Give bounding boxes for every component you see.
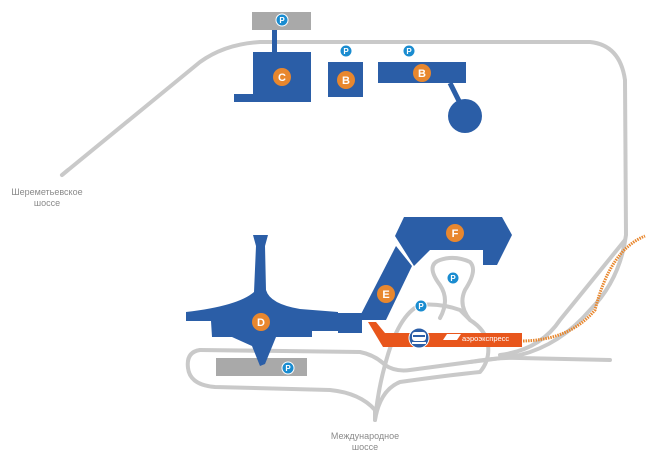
road-sheremetyevo-highway <box>60 168 70 177</box>
connector-d-e <box>338 313 362 333</box>
svg-text:P: P <box>279 16 285 25</box>
svg-text:E: E <box>382 289 389 301</box>
road-hourglass <box>430 255 476 322</box>
terminal-e[interactable] <box>358 246 412 320</box>
terminal-badge-b: B <box>337 71 355 89</box>
road-lower-loop <box>185 348 377 422</box>
parking-icon[interactable]: P <box>281 361 295 375</box>
svg-text:D: D <box>257 317 265 329</box>
road-label-line: шоссе <box>33 198 61 208</box>
road-east-link <box>498 238 627 357</box>
terminal-badge-d: D <box>252 313 270 331</box>
svg-text:B: B <box>418 68 426 80</box>
terminal-d[interactable] <box>186 235 338 366</box>
terminal-badge-e: E <box>377 285 395 303</box>
terminal-badge-b: B <box>413 64 431 82</box>
road-label-line: Международное <box>330 431 400 441</box>
aeroexpress-label: аэроэкспресс <box>462 334 509 343</box>
terminal-b-rotunda <box>448 99 482 133</box>
parking-icon[interactable]: P <box>446 271 460 285</box>
parking-icon[interactable]: P <box>275 13 289 27</box>
international-highway-label: Международное шоссе <box>315 431 415 453</box>
road-label-line: шоссе <box>351 442 379 452</box>
svg-text:P: P <box>450 274 456 283</box>
aeroexpress-logo-icon <box>443 334 461 340</box>
svg-text:P: P <box>418 302 424 311</box>
parking-icon[interactable]: P <box>414 299 428 313</box>
svg-text:C: C <box>278 72 286 84</box>
svg-text:F: F <box>452 228 459 240</box>
sheremetyevo-highway-label: Шереметьевское шоссе <box>2 187 92 209</box>
svg-text:B: B <box>342 75 350 87</box>
train-icon <box>408 327 430 349</box>
aeroexpress-railway <box>522 234 646 343</box>
road-label-line: Шереметьевское <box>11 187 83 197</box>
svg-text:P: P <box>343 47 349 56</box>
terminal-badge-c: C <box>273 68 291 86</box>
svg-text:P: P <box>406 47 412 56</box>
road-international <box>373 302 491 422</box>
aeroexpress-station[interactable] <box>368 322 522 347</box>
road-outer-loop <box>60 40 628 364</box>
parking-icon[interactable]: P <box>339 44 353 58</box>
terminal-badge-f: F <box>446 224 464 242</box>
parking-icon[interactable]: P <box>402 44 416 58</box>
road-parking-loop <box>198 348 612 373</box>
svg-text:P: P <box>285 364 291 373</box>
